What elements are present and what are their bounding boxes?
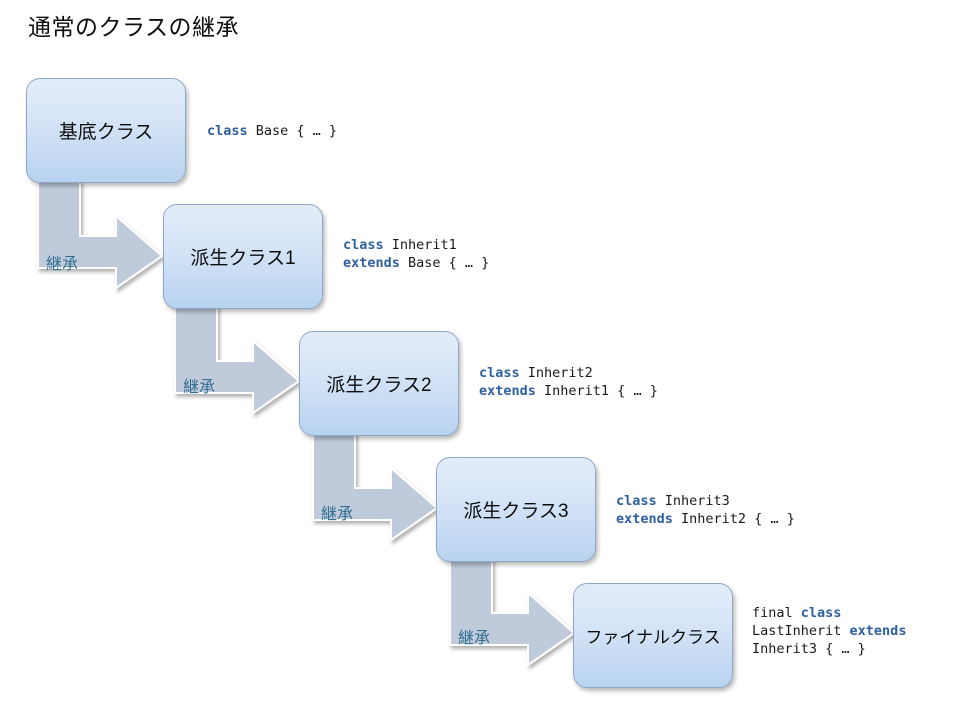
page-title: 通常のクラスの継承 [28,14,240,40]
code-text: LastInherit [752,623,850,639]
code-keyword: class [207,123,248,139]
arrow-shape [174,304,301,415]
class-node-inherit2[interactable]: 派生クラス2 [299,331,459,436]
code-line: extends Base { … } [343,254,489,272]
arrow-shape [312,431,439,542]
code-keyword: extends [849,623,907,639]
code-text: Inherit3 { … } [752,641,866,657]
code-text: final [752,605,801,621]
code-text: Inherit3 [656,493,730,509]
code-text: Inherit1 { … } [535,383,658,399]
class-node-lastinherit[interactable]: ファイナルクラス [573,583,733,688]
arrow-label-1: 継承 [46,256,79,273]
code-line: class Inherit1 [343,236,489,254]
code-line: extends Inherit1 { … } [479,382,658,400]
code-line: LastInherit extends [752,622,906,640]
arrow-label-3: 継承 [321,506,354,523]
arrow-label-4: 継承 [458,630,491,647]
code-keyword: class [800,605,842,621]
code-keyword: class [343,237,384,253]
class-node-label: 派生クラス3 [463,501,569,522]
code-text: Inherit2 [519,365,593,381]
class-node-label: 派生クラス2 [326,375,432,396]
code-keyword: extends [479,383,536,399]
class-node-label: 派生クラス1 [190,248,296,269]
code-line: class Inherit3 [616,492,795,510]
code-keyword: extends [343,255,400,271]
class-node-inherit3[interactable]: 派生クラス3 [436,457,596,562]
code-line: Inherit3 { … } [752,640,906,658]
arrow-label-2: 継承 [183,379,216,396]
code-text: Inherit1 [383,237,457,253]
code-line: final class [752,604,906,622]
arrow-shape [37,179,164,290]
code-text: Base { … } [399,255,490,271]
class-node-label: 基底クラス [58,122,154,143]
inheritance-arrow-3 [312,431,439,542]
inheritance-arrow-4 [449,556,576,667]
code-line: class Inherit2 [479,364,658,382]
class-node-inherit1[interactable]: 派生クラス1 [163,204,323,309]
code-keyword: class [479,365,520,381]
code-snippet-base: class Base { … } [207,122,337,140]
code-text: Inherit2 { … } [672,511,795,527]
inheritance-arrow-1 [37,179,164,290]
code-line: class Base { … } [207,122,337,140]
class-node-label: ファイナルクラス [585,628,721,647]
code-keyword: extends [616,511,673,527]
code-line: extends Inherit2 { … } [616,510,795,528]
arrow-shape [449,556,576,667]
inheritance-arrow-2 [174,304,301,415]
code-text: Base { … } [247,123,338,139]
code-keyword: class [616,493,657,509]
class-node-base[interactable]: 基底クラス [26,78,186,183]
